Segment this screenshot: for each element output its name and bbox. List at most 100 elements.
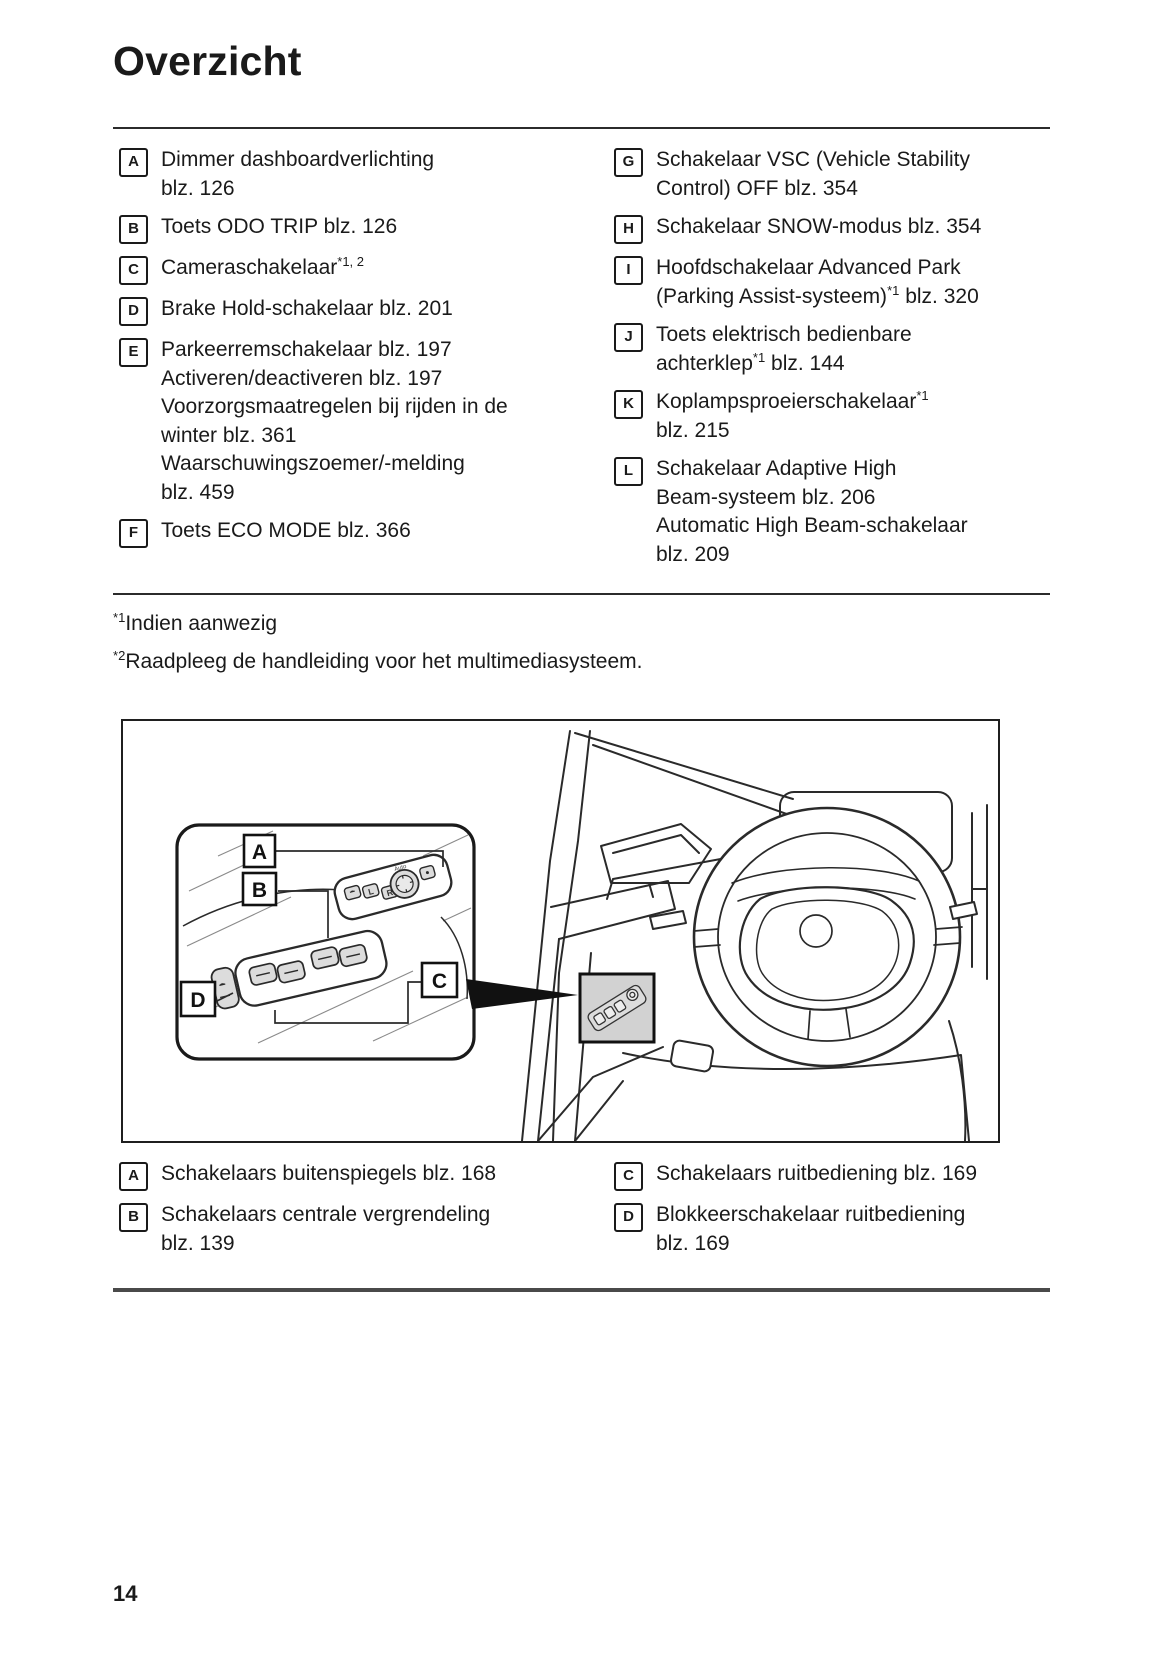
windshield-edge-inner bbox=[592, 744, 796, 818]
end-button-dot bbox=[425, 871, 429, 875]
a-pillar-line bbox=[521, 730, 571, 1141]
leader-d bbox=[216, 992, 234, 1002]
leader-b bbox=[278, 890, 329, 938]
key-badge-D: D bbox=[614, 1203, 643, 1232]
wheel-inner-rim bbox=[717, 832, 937, 1042]
mirror-auto-label: Auto bbox=[394, 864, 408, 873]
cluster-through-wheel-1 bbox=[731, 866, 920, 884]
key-badge-J: J bbox=[614, 323, 643, 352]
lock-glyph-small bbox=[349, 890, 355, 893]
page-title: Overzicht bbox=[113, 38, 302, 84]
interior-illustration-svg: L R Auto bbox=[175, 730, 988, 1141]
steering-wheel bbox=[692, 806, 963, 1068]
key-badge-H: H bbox=[614, 215, 643, 244]
right-stalk bbox=[949, 901, 978, 920]
footnote-1: *1Indien aanwezig bbox=[113, 611, 278, 636]
key-badge-B: B bbox=[119, 1203, 148, 1232]
legend-item-C: C Cameraschakelaar*1, 2 bbox=[118, 254, 588, 285]
item-text: Cameraschakelaar*1, 2 bbox=[161, 254, 365, 279]
item-text: Schakelaar SNOW-modus blz. 354 bbox=[656, 215, 982, 238]
item-text: Toets ODO TRIP blz. 126 bbox=[161, 215, 398, 238]
wheel-spokes bbox=[693, 926, 963, 1040]
mini-rocker-2 bbox=[603, 1005, 617, 1020]
door-sill-lines bbox=[537, 1046, 664, 1141]
horn-emblem bbox=[799, 914, 833, 948]
key-badge-C: C bbox=[119, 256, 148, 285]
door-lock-button bbox=[343, 884, 362, 901]
footnote-2-text: Raadpleeg de handleiding voor het multim… bbox=[125, 650, 643, 673]
label-box-b bbox=[241, 871, 278, 907]
leader-lines bbox=[216, 850, 444, 1024]
leader-a bbox=[275, 850, 444, 867]
mini-switch-panel bbox=[587, 984, 647, 1032]
key-badge-A: A bbox=[119, 1162, 148, 1191]
legend-item-C: C Schakelaars ruitbediening blz. 169 bbox=[613, 1160, 1058, 1191]
door-switch-panel-drawing bbox=[210, 929, 388, 1010]
footnote-2-marker: *2 bbox=[113, 648, 126, 663]
legend-item-A: A Schakelaars buitenspiegels blz. 168 bbox=[118, 1160, 588, 1191]
key-badge-I: I bbox=[614, 256, 643, 285]
left-stalk bbox=[649, 910, 687, 930]
item-text: Toets ECO MODE blz. 366 bbox=[161, 519, 411, 542]
key-badge-A: A bbox=[119, 148, 148, 177]
legend-item-B: B Toets ODO TRIP blz. 126 bbox=[118, 213, 588, 244]
mirror-switch-panel: L R Auto bbox=[333, 853, 453, 921]
figure-label-c: C bbox=[432, 970, 447, 993]
figure-label-b: B bbox=[252, 879, 267, 902]
leader-c bbox=[274, 981, 424, 1024]
divider-top bbox=[113, 127, 1050, 129]
wheel-center-pad-inner bbox=[755, 899, 900, 1002]
label-box-a bbox=[242, 833, 277, 869]
seat-edge-line bbox=[948, 1020, 967, 1141]
door-armrest bbox=[550, 880, 676, 940]
legend-item-H: H Schakelaar SNOW-modus blz. 354 bbox=[613, 213, 1058, 244]
key-badge-L: L bbox=[614, 457, 643, 486]
right-door-lines bbox=[971, 804, 988, 980]
footnote-2: *2Raadpleeg de handleiding voor het mult… bbox=[113, 648, 643, 674]
item-text: Schakelaars buitenspiegels blz. 168 bbox=[161, 1162, 497, 1185]
footnote-1-text: Indien aanwezig bbox=[125, 612, 278, 635]
windshield-edge bbox=[574, 732, 794, 800]
label-box-c bbox=[420, 961, 459, 999]
item-text: Schakelaars ruitbediening blz. 169 bbox=[656, 1162, 978, 1185]
rocker-ridges bbox=[256, 953, 361, 977]
key-badge-C: C bbox=[614, 1162, 643, 1191]
wheel-center-pad bbox=[738, 886, 915, 1011]
mirror-left-label: L bbox=[367, 886, 375, 897]
figure-labels: A B C D bbox=[179, 833, 459, 1018]
mirror-right-label: R bbox=[386, 887, 395, 898]
key-badge-G: G bbox=[614, 148, 643, 177]
console-switch bbox=[669, 1039, 715, 1073]
column-stalks bbox=[649, 901, 978, 1073]
key-badge-B: B bbox=[119, 215, 148, 244]
callout-arrow bbox=[466, 979, 578, 1009]
mini-knob bbox=[626, 988, 639, 1002]
mini-knob-inner bbox=[629, 991, 636, 999]
divider-footnotes bbox=[113, 593, 1050, 595]
mirror-left-button bbox=[361, 883, 380, 899]
label-box-d bbox=[179, 980, 217, 1018]
legend-item-F: F Toets ECO MODE blz. 366 bbox=[118, 517, 588, 548]
side-mirror bbox=[600, 823, 712, 884]
key-badge-D: D bbox=[119, 297, 148, 326]
key-badge-F: F bbox=[119, 519, 148, 548]
figure-label-d: D bbox=[190, 989, 205, 1012]
